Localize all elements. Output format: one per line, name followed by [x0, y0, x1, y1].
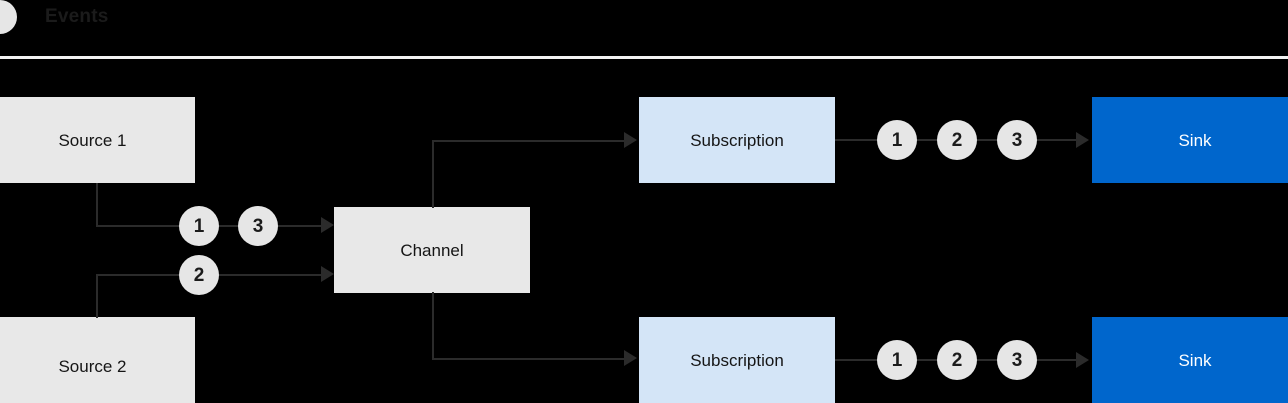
events-dot-icon	[0, 0, 17, 34]
edge-source2-vertical	[96, 274, 98, 318]
edge-source1-vertical	[96, 183, 98, 227]
edge-source2-arrowhead	[321, 266, 334, 282]
edge-channel-top-vertical	[432, 140, 434, 208]
event-token: 1	[877, 120, 917, 160]
edge-channel-top-horizontal	[432, 140, 626, 142]
node-sink-bottom[interactable]: Sink	[1092, 317, 1288, 403]
legend-label: Events	[45, 6, 109, 27]
node-subscription-bottom[interactable]: Subscription	[639, 317, 835, 403]
edge-subtop-sink-arrowhead	[1076, 132, 1089, 148]
node-source-2[interactable]: Source 2	[0, 317, 195, 403]
node-channel[interactable]: Channel	[334, 207, 530, 293]
edge-channel-bottom-vertical	[432, 292, 434, 360]
node-sink-top[interactable]: Sink	[1092, 97, 1288, 183]
node-subscription-top[interactable]: Subscription	[639, 97, 835, 183]
event-token: 1	[877, 340, 917, 380]
event-token: 2	[179, 255, 219, 295]
node-source-1[interactable]: Source 1	[0, 97, 195, 183]
event-token: 2	[937, 340, 977, 380]
edge-source1-arrowhead	[321, 217, 334, 233]
event-token: 3	[238, 206, 278, 246]
edge-channel-bottom-arrowhead	[624, 350, 637, 366]
edge-channel-top-arrowhead	[624, 132, 637, 148]
event-token: 2	[937, 120, 977, 160]
header-divider	[0, 56, 1288, 59]
event-token: 1	[179, 206, 219, 246]
event-token: 3	[997, 120, 1037, 160]
edge-channel-bottom-horizontal	[432, 358, 626, 360]
event-token: 3	[997, 340, 1037, 380]
edge-subbottom-sink-arrowhead	[1076, 352, 1089, 368]
